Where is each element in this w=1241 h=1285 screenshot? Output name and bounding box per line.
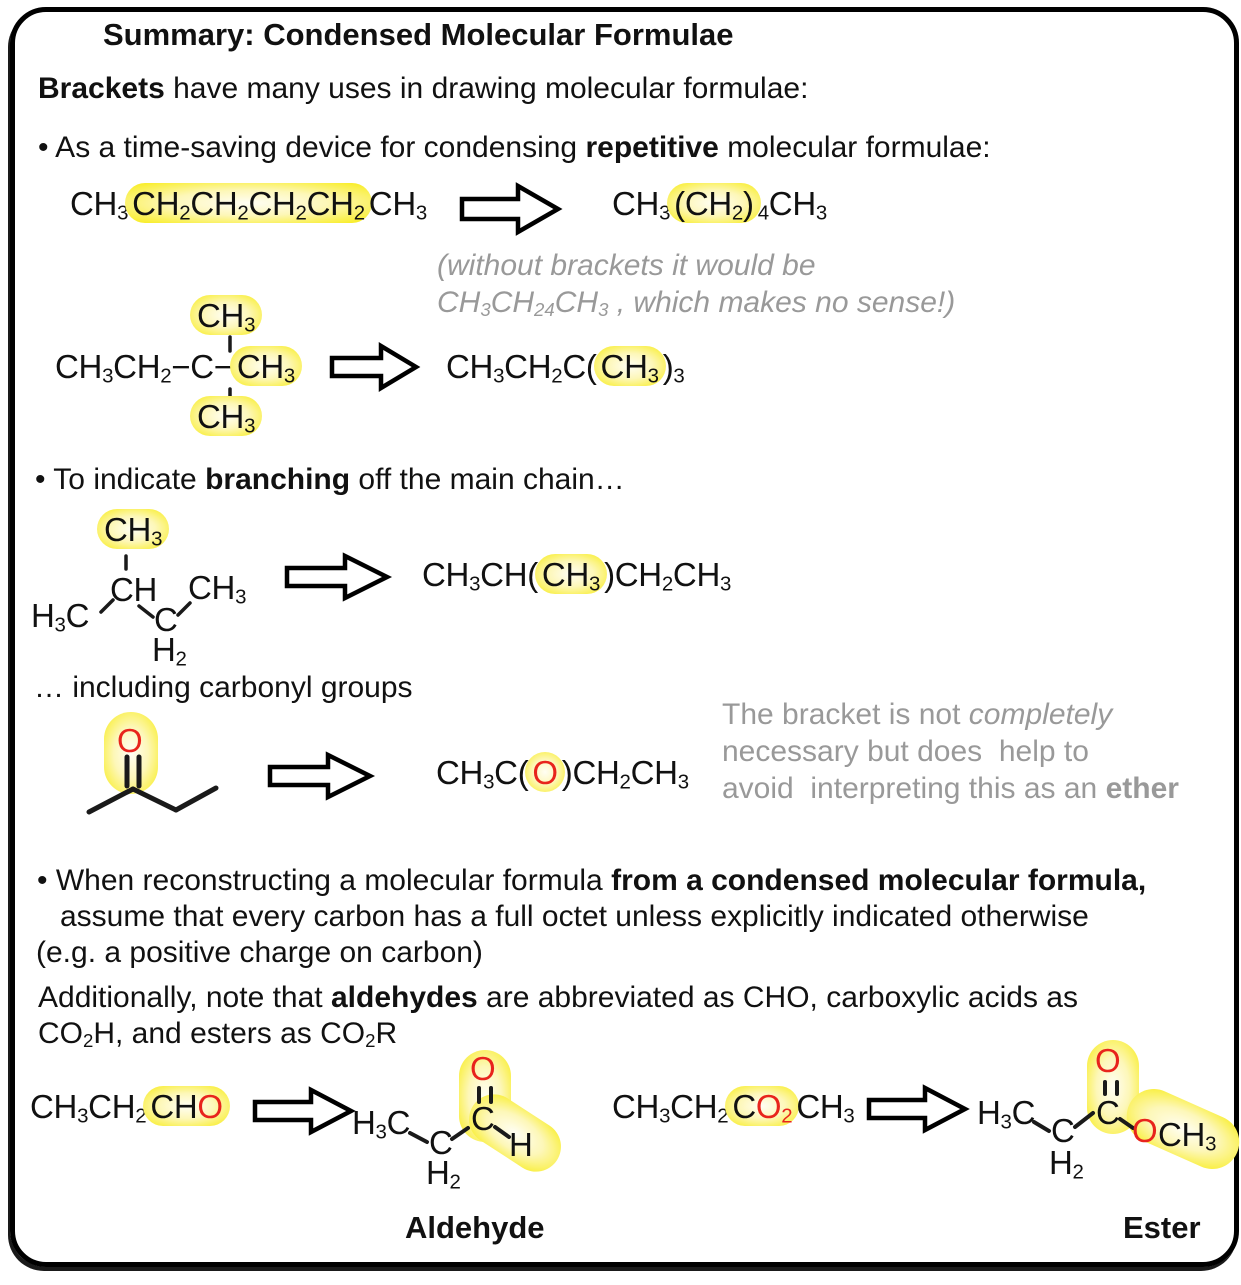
aldehyde-o-atom: O: [470, 1050, 496, 1087]
note-without-brackets-line1: (without brackets it would be: [437, 249, 816, 282]
note-bracket-line3: avoid interpreting this as an ether: [722, 772, 1179, 805]
aldehyde-h2: H2: [426, 1154, 461, 1194]
page-title: Summary: Condensed Molecular Formulae: [103, 17, 734, 52]
bullet-reconstruct-line3: (e.g. a positive charge on carbon): [36, 936, 483, 969]
bullet-repetitive: • As a time-saving device for condensing…: [38, 131, 991, 164]
ester-carbonyl-c: C: [1096, 1094, 1120, 1131]
note-bracket-line1: The bracket is not completely: [722, 698, 1113, 731]
bullet-reconstruct-line1: • When reconstructing a molecular formul…: [37, 864, 1147, 897]
ketone-o-atom: O: [117, 722, 143, 759]
branch-right-ch3: CH3: [188, 569, 247, 609]
ester-o-atom: O: [1132, 1112, 1158, 1149]
branch-ch: CH: [110, 571, 158, 608]
formula-methylbutane-condensed: CH3CH(CH3)CH2CH3: [422, 554, 732, 596]
ester-och3: CH3: [1158, 1116, 1217, 1156]
abbrev-line2: CO2H, and esters as CO2R: [38, 1017, 398, 1052]
ester-c: C: [1051, 1112, 1075, 1149]
ester-h2: H2: [1049, 1144, 1084, 1184]
branch-c: C: [154, 601, 178, 638]
branch-h2: H2: [152, 631, 187, 671]
aldehyde-carbonyl-c: C: [471, 1100, 495, 1137]
carbonyl-o-highlight: [104, 712, 158, 794]
formula-hexane-condensed: CH3(CH2)4CH3: [612, 183, 827, 225]
note-bracket-line2: necessary but does help to: [722, 735, 1089, 768]
aldehyde-h-atom: H: [509, 1126, 533, 1163]
intro-text: Brackets have many uses in drawing molec…: [38, 72, 809, 105]
ester-h3c: H3C: [977, 1094, 1036, 1134]
branch-top-ch3: CH3: [97, 509, 170, 549]
neopentane-bottom-ch3: CH3: [190, 396, 263, 436]
aldehyde-label: Aldehyde: [405, 1210, 545, 1245]
branch-h3c: H3C: [31, 597, 90, 637]
formula-neopentane-condensed: CH3CH2C(CH3)3: [446, 346, 685, 388]
ester-o-top-atom: O: [1095, 1042, 1121, 1079]
card-border: [10, 7, 1239, 1267]
aldehyde-c: C: [429, 1124, 453, 1161]
bullet-reconstruct-line2: assume that every carbon has a full octe…: [60, 900, 1089, 933]
bullet-branching: • To indicate branching off the main cha…: [35, 463, 625, 496]
abbrev-line1: Additionally, note that aldehydes are ab…: [38, 981, 1078, 1014]
neopentane-main-chain: CH3CH2−C−CH3: [55, 346, 302, 386]
ester-label: Ester: [1123, 1210, 1201, 1245]
aldehyde-h3c: H3C: [352, 1104, 411, 1144]
carbonyl-heading: … including carbonyl groups: [34, 671, 413, 704]
formula-butanone-condensed: CH3C(O)CH2CH3: [436, 752, 689, 794]
note-without-brackets-line2: CH3CH24CH3 , which makes no sense!): [437, 286, 956, 321]
neopentane-top-ch3: CH3: [190, 295, 263, 335]
